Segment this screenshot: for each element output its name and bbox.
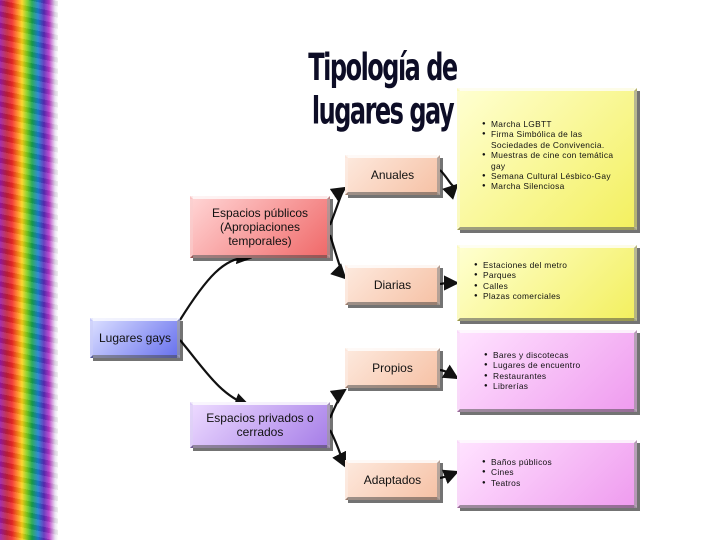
arrow-diarias-to-list [440, 283, 457, 284]
list-propios: Bares y discotecas Lugares de encuentro … [457, 330, 637, 412]
list-item: Semana Cultural Lésbico-Gay [482, 171, 630, 181]
list-item: Firma Simbólica de las Sociedades de Con… [482, 129, 630, 150]
node-propios: Propios [345, 348, 440, 388]
node-label: Diarias [374, 278, 411, 292]
node-espacios-publicos: Espacios públicos (Apropiaciones tempora… [190, 196, 330, 258]
list-item: Calles [474, 281, 630, 291]
node-diarias: Diarias [345, 265, 440, 305]
node-label: Anuales [371, 168, 414, 182]
list-item: Bares y discotecas [484, 350, 630, 360]
list-item: Parques [474, 270, 630, 280]
list-item: Baños públicos [482, 457, 630, 467]
list-adaptados: Baños públicos Cines Teatros [457, 440, 637, 508]
arrow-root-to-public [180, 258, 250, 320]
arrow-private-to-adaptados [330, 430, 345, 466]
arrow-private-to-propios [330, 390, 345, 418]
node-label: Lugares gays [99, 331, 171, 345]
node-anuales: Anuales [345, 155, 440, 195]
list-item: Cines [482, 467, 630, 477]
arrow-public-to-anuales [330, 188, 345, 225]
list-item: Muestras de cine con temática gay [482, 150, 630, 171]
list-item: Restaurantes [484, 371, 630, 381]
arrow-propios-to-list [440, 370, 457, 378]
list-item: Estaciones del metro [474, 260, 630, 270]
list-item: Marcha Silenciosa [482, 181, 630, 191]
list-item: Plazas comerciales [474, 291, 630, 301]
list-item: Teatros [482, 478, 630, 488]
list-item: Marcha LGBTT [482, 119, 630, 129]
arrow-adaptados-to-list [440, 472, 457, 478]
arrow-root-to-private [180, 340, 248, 405]
node-label: Espacios privados o cerrados [193, 411, 327, 439]
list-anuales: Marcha LGBTT Firma Simbólica de las Soci… [457, 88, 637, 230]
node-lugares-gays: Lugares gays [90, 318, 180, 358]
node-label: Espacios públicos (Apropiaciones tempora… [193, 206, 327, 248]
arrow-public-to-diarias [330, 235, 345, 278]
node-espacios-privados: Espacios privados o cerrados [190, 402, 330, 448]
node-adaptados: Adaptados [345, 460, 440, 500]
list-diarias: Estaciones del metro Parques Calles Plaz… [457, 245, 637, 321]
node-label: Adaptados [364, 473, 421, 487]
list-item: Librerías [484, 381, 630, 391]
arrow-anuales-to-list [440, 170, 457, 186]
list-item: Lugares de encuentro [484, 360, 630, 370]
node-label: Propios [372, 361, 413, 375]
